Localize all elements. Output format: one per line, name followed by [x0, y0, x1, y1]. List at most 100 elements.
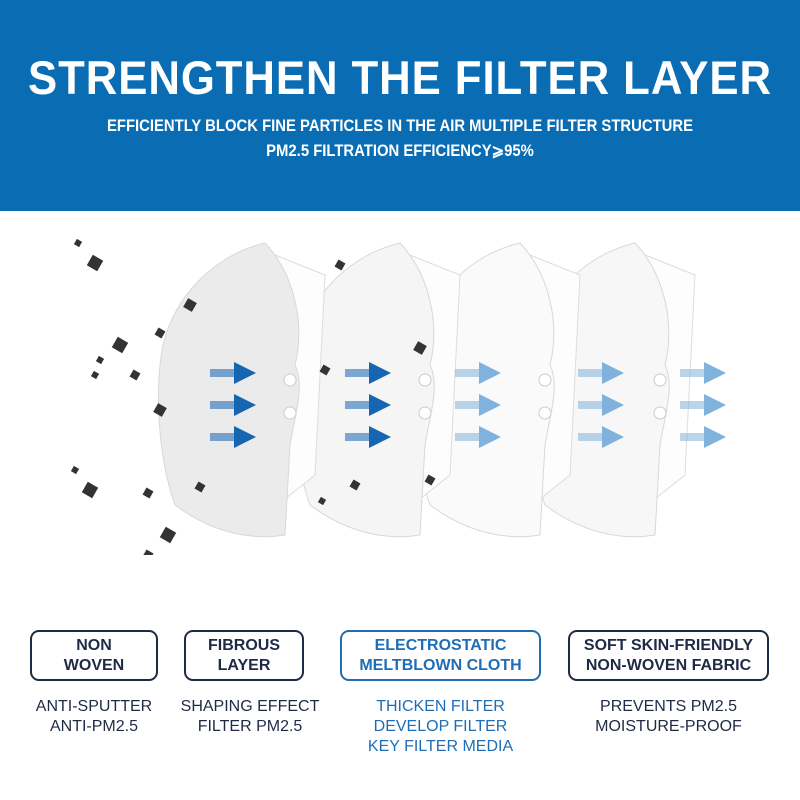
flow-arrow-icon: [680, 426, 726, 448]
arrow-head: [479, 426, 501, 448]
arrow-head: [479, 362, 501, 384]
arrow-head: [234, 426, 256, 448]
particle: [90, 370, 100, 380]
arrow-tail: [455, 401, 481, 409]
arrow-head: [479, 394, 501, 416]
layer-desc-meltblown: THICKEN FILTER DEVELOP FILTER KEY FILTER M…: [340, 697, 541, 757]
layer-name: FIBROUS: [208, 636, 280, 654]
arrow-tail: [345, 369, 371, 377]
particle: [154, 327, 166, 339]
particle: [86, 254, 104, 272]
arrow-tail: [578, 433, 604, 441]
arrow-tail: [578, 369, 604, 377]
particle: [317, 496, 327, 506]
flow-arrow-icon: [455, 362, 501, 384]
desc-line: ANTI-PM2.5: [49, 718, 138, 735]
arrow-head: [602, 394, 624, 416]
arrow-tail: [455, 369, 481, 377]
layer-name: SOFT SKIN-FRIENDLY: [583, 636, 754, 654]
particle: [70, 465, 80, 475]
flow-arrow-icon: [680, 362, 726, 384]
arrow-tail: [210, 401, 236, 409]
layer-name: WOVEN: [63, 656, 125, 674]
arrow-head: [602, 426, 624, 448]
particle: [153, 403, 167, 417]
flow-arrow-icon: [680, 394, 726, 416]
arrow-head: [704, 426, 726, 448]
layer-desc-non-woven: ANTI-SPUTTER ANTI-PM2.5: [20, 697, 168, 737]
valve-hole: [653, 373, 667, 387]
layer-label-skin-friendly: SOFT SKIN-FRIENDLY NON-WOVEN FABRIC: [568, 630, 769, 681]
particle: [142, 549, 154, 555]
flow-arrow-icon: [210, 394, 256, 416]
mask-layer: [158, 242, 326, 538]
arrow-tail: [345, 433, 371, 441]
arrow-tail: [680, 433, 706, 441]
particle: [111, 336, 129, 354]
particle: [183, 298, 197, 312]
particle: [159, 526, 177, 544]
arrow-head: [234, 362, 256, 384]
arrow-head: [704, 394, 726, 416]
flow-arrow-icon: [345, 394, 391, 416]
particle: [81, 481, 99, 499]
layer-name: NON-WOVEN FABRIC: [585, 656, 752, 674]
valve-hole: [418, 373, 432, 387]
arrow-tail: [210, 433, 236, 441]
desc-line: DEVELOP FILTER: [373, 718, 508, 735]
particle: [424, 474, 436, 486]
particle: [194, 481, 206, 493]
flow-arrow-icon: [578, 394, 624, 416]
particle: [413, 341, 427, 355]
particle: [129, 369, 141, 381]
arrow-tail: [455, 433, 481, 441]
desc-line: FILTER PM2.5: [197, 718, 303, 735]
layer-name: MELTBLOWN CLOTH: [359, 656, 522, 674]
arrow-head: [602, 362, 624, 384]
valve-hole: [538, 373, 552, 387]
arrow-tail: [680, 369, 706, 377]
desc-line: SHAPING EFFECT: [180, 698, 320, 715]
desc-line: MOISTURE-PROOF: [595, 718, 742, 735]
particle: [349, 479, 361, 491]
layer-label-non-woven: NON WOVEN: [30, 630, 158, 681]
arrow-head: [369, 394, 391, 416]
valve-hole: [283, 406, 297, 420]
layer-name: LAYER: [217, 656, 271, 674]
flow-arrow-icon: [345, 426, 391, 448]
arrow-head: [369, 426, 391, 448]
flow-arrow-icon: [455, 426, 501, 448]
layer-label-fibrous: FIBROUS LAYER: [184, 630, 304, 681]
flow-arrow-icon: [455, 394, 501, 416]
layer-label-meltblown: ELECTROSTATIC MELTBLOWN CLOTH: [340, 630, 541, 681]
valve-hole: [538, 406, 552, 420]
valve-hole: [283, 373, 297, 387]
filter-layers-illustration: [70, 238, 726, 555]
valve-hole: [418, 406, 432, 420]
flow-arrow-icon: [578, 426, 624, 448]
flow-arrow-icon: [578, 362, 624, 384]
arrow-tail: [345, 401, 371, 409]
subtitle-line-1: EFFICIENTLY BLOCK FINE PARTICLES IN THE …: [106, 117, 694, 135]
mask-shell: [158, 242, 300, 538]
desc-line: ANTI-SPUTTER: [35, 698, 153, 715]
desc-line: THICKEN FILTER: [376, 698, 505, 715]
mask-layer: [293, 242, 461, 538]
particle: [142, 487, 154, 499]
arrow-head: [704, 362, 726, 384]
header-banner: STRENGTHEN THE FILTER LAYER EFFICIENTLY …: [0, 0, 800, 211]
subtitle-line-2: PM2.5 FILTRATION EFFICIENCY⩾95%: [266, 142, 534, 160]
arrow-head: [234, 394, 256, 416]
particle: [73, 238, 83, 248]
arrow-tail: [680, 401, 706, 409]
arrow-tail: [210, 369, 236, 377]
layer-name: ELECTROSTATIC: [374, 636, 507, 654]
particle: [334, 259, 346, 271]
layer-desc-fibrous: SHAPING EFFECT FILTER PM2.5: [170, 697, 330, 737]
particle: [319, 364, 331, 376]
desc-line: KEY FILTER MEDIA: [367, 738, 514, 755]
valve-hole: [653, 406, 667, 420]
layer-name: NON: [76, 636, 112, 654]
arrow-head: [369, 362, 391, 384]
